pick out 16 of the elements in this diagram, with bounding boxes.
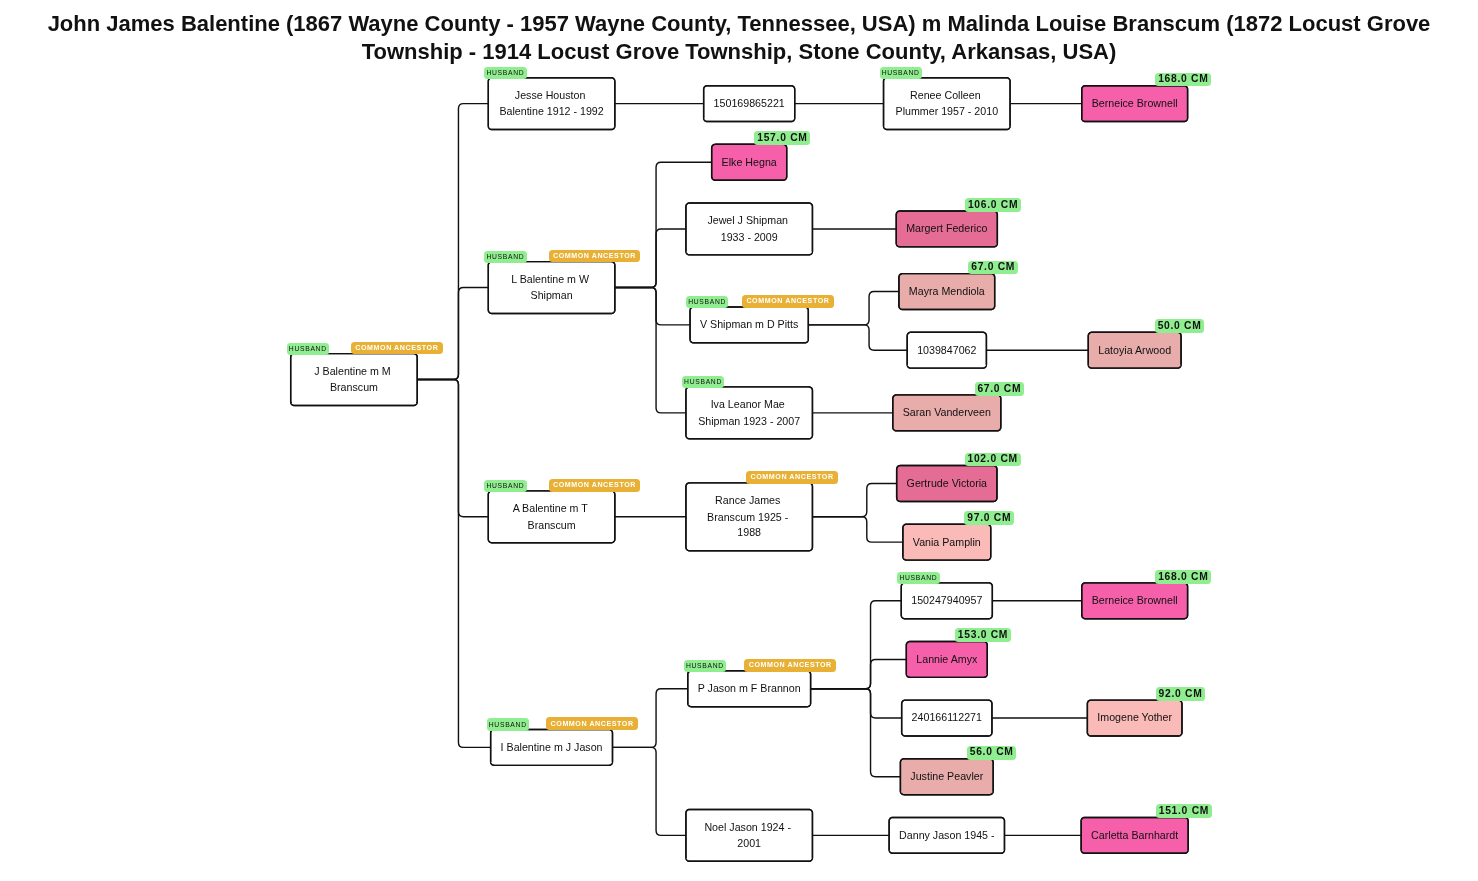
cm-badge: 67.0 CM — [974, 381, 1025, 396]
cm-badge: 67.0 CM — [968, 260, 1018, 275]
cm-badge: 106.0 CM — [965, 197, 1022, 212]
cm-badge: 56.0 CM — [966, 745, 1017, 760]
connector — [991, 600, 1082, 602]
cm-badge: 168.0 CM — [1155, 72, 1212, 87]
cm-badge: 50.0 CM — [1154, 319, 1205, 334]
cm-badge: 151.0 CM — [1155, 804, 1212, 819]
diagram-title: John James Balentine (1867 Wayne County - 1957 Wayne County, Tennessee, USA) m Malinda Louise Branscum (1872 Locust Grove Township - 1914 Locust Grove Township, Stone County, Arkansas, USA) — [46, 10, 1432, 66]
cm-badge: 92.0 CM — [1155, 687, 1206, 701]
connector — [416, 378, 491, 749]
cm-badge: 97.0 CM — [964, 511, 1015, 525]
cm-badge: 153.0 CM — [955, 628, 1011, 643]
cm-badge: 168.0 CM — [1155, 569, 1212, 584]
cm-badge: 157.0 CM — [754, 131, 811, 146]
cm-badge: 102.0 CM — [964, 452, 1021, 467]
